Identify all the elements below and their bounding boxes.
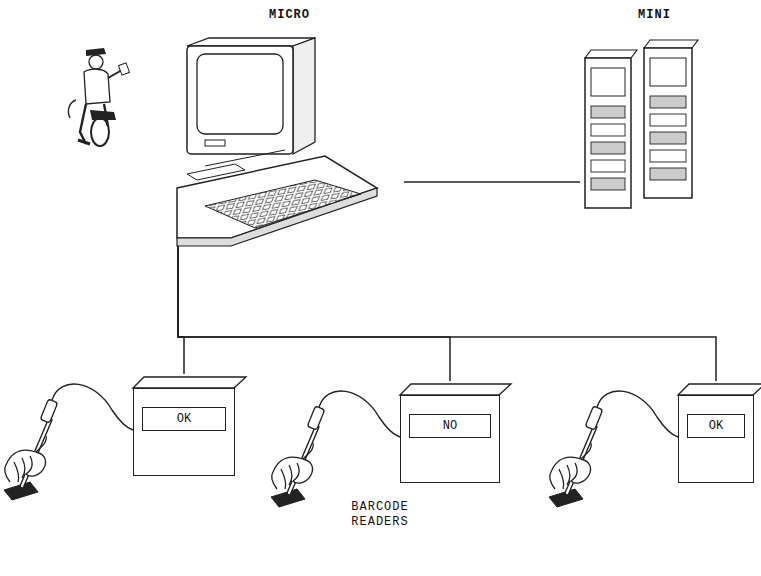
caption-label: BARCODE READERS: [340, 500, 420, 530]
node-heading: MINI: [580, 8, 729, 22]
reader-display: OK: [687, 414, 745, 438]
minicomputer: MINI: [580, 8, 729, 212]
status-text: NO: [443, 419, 457, 433]
reader-top-face: [132, 375, 248, 389]
status-text: OK: [177, 412, 191, 426]
node-heading: MICRO: [175, 8, 404, 22]
cable-connector: [404, 181, 580, 183]
reader-display: NO: [409, 414, 491, 438]
police-figure: [46, 40, 136, 152]
status-text: OK: [709, 419, 723, 433]
barcode-reader-box: OK: [133, 388, 235, 476]
cable-connector: [178, 242, 716, 381]
microcomputer: MICRO: [175, 8, 404, 242]
barcode-reader-box: OK: [678, 395, 754, 483]
reader-display: OK: [142, 407, 226, 431]
cable-connector: [178, 242, 184, 374]
reader-top-face: [399, 382, 513, 396]
barcode-reader-box: NO: [400, 395, 500, 483]
barcode-wands: [0, 370, 761, 510]
microcomputer-illustration: [175, 38, 380, 242]
cable-connector: [178, 242, 450, 381]
minicomputer-illustration: [580, 34, 705, 214]
reader-top-face: [677, 382, 761, 396]
